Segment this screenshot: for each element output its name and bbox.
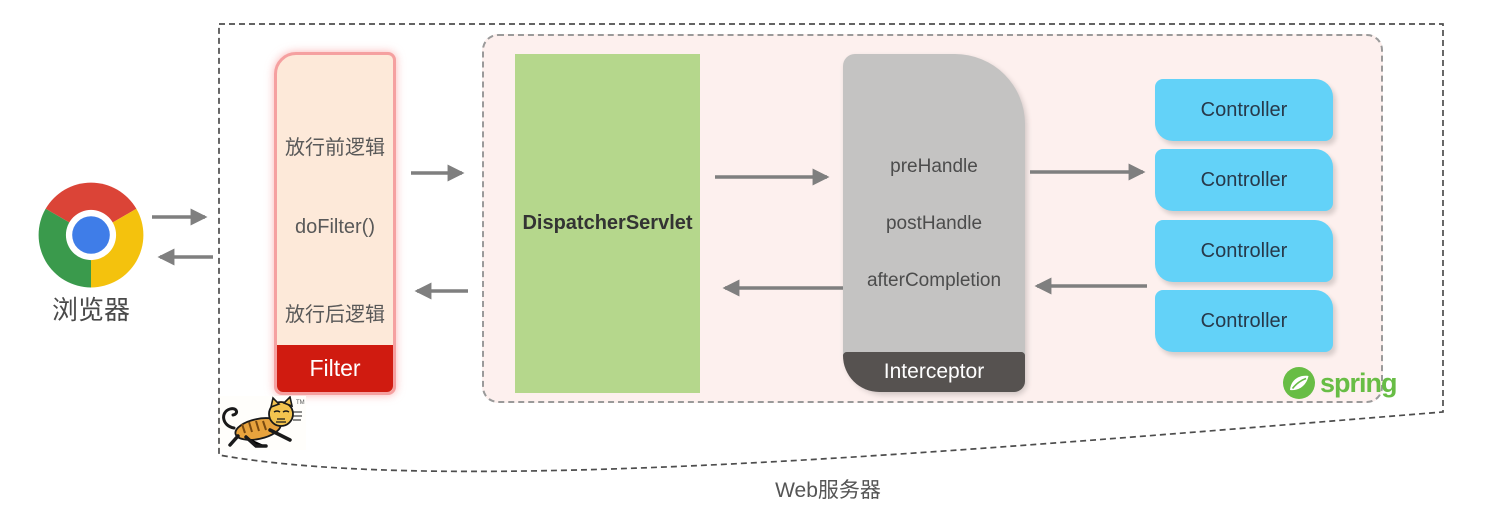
filter-dofilter-label: doFilter() [294, 216, 375, 238]
prehandle-label: preHandle [890, 156, 978, 177]
controller-label: Controller [1200, 168, 1288, 191]
controller-label: Controller [1200, 98, 1288, 121]
controller-box-3: Controller [1155, 220, 1333, 282]
dispatcher-servlet-box: DispatcherServlet [515, 54, 700, 393]
chrome-browser-icon [38, 182, 144, 288]
controller-label: Controller [1200, 239, 1288, 262]
dispatcher-servlet-label: DispatcherServlet [522, 212, 693, 234]
spring-leaf-icon [1283, 367, 1315, 399]
spring-logo: spring [1283, 367, 1398, 399]
controller-box-4: Controller [1155, 290, 1333, 352]
spring-wordmark: spring [1320, 367, 1398, 398]
filter-box: 放行前逻辑 doFilter() 放行后逻辑 Filter [274, 52, 396, 395]
tomcat-icon: TM [218, 396, 306, 450]
interceptor-box: preHandle postHandle afterCompletion Int… [843, 54, 1025, 392]
filter-post-logic-label: 放行后逻辑 [285, 304, 385, 326]
aftercompletion-label: afterCompletion [866, 270, 1002, 291]
interceptor-badge: Interceptor [843, 352, 1025, 392]
controller-box-1: Controller [1155, 79, 1333, 141]
filter-pre-logic-label: 放行前逻辑 [285, 137, 385, 159]
web-server-label: Web服务器 [775, 479, 881, 502]
posthandle-label: postHandle [885, 213, 983, 234]
browser-label: 浏览器 [51, 295, 130, 325]
controller-box-2: Controller [1155, 149, 1333, 211]
filter-badge: Filter [277, 345, 393, 392]
tomcat-tm-mark: TM [296, 400, 305, 406]
controller-label: Controller [1200, 309, 1288, 332]
